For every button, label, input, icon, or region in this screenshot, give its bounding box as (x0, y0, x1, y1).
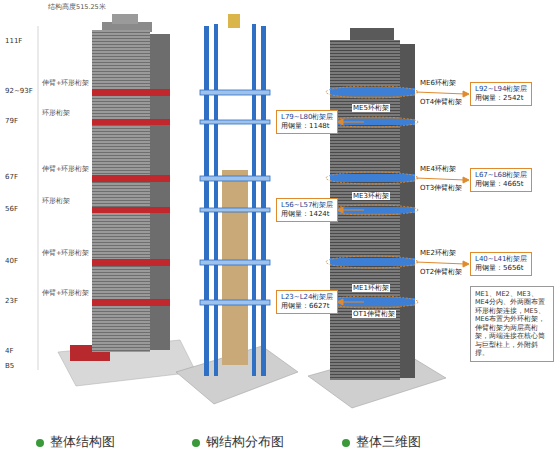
truss-label: OT4伸臂桁架 (419, 98, 463, 106)
height-note: 结构高度515.25米 (48, 4, 106, 12)
floor-label: B5 (5, 362, 14, 370)
box-title: ME1、ME2、ME3、ME4分内、外两圈布置环形桁架连接，ME5、ME6布置为… (475, 290, 549, 358)
note-box: ME1、ME2、ME3、ME4分内、外两圈布置环形桁架连接，ME5、ME6布置为… (470, 286, 554, 362)
truss-label: ME2环桁架 (419, 249, 457, 257)
box-title: L67~L68桁架层 (475, 171, 527, 180)
callout-box: L92~L94桁架层用钢量：2542t (470, 82, 532, 106)
callout-box: L79~L80桁架层用钢量：1148t (276, 110, 338, 134)
box-title: L92~L94桁架层 (475, 85, 527, 94)
truss-note: 伸臂+环形桁架 (42, 80, 89, 88)
box-body: 用钢量：5656t (475, 264, 527, 273)
truss-label: ME3环桁架 (352, 192, 390, 200)
floor-label: 4F (5, 347, 13, 355)
truss-label: ME5环桁架 (352, 104, 390, 112)
floor-label: 23F (5, 297, 18, 305)
floor-label: 79F (5, 117, 18, 125)
floor-label: 40F (5, 257, 18, 265)
box-title: L40~L41桁架层 (475, 255, 527, 264)
box-title: L79~L80桁架层 (281, 113, 333, 122)
callout-box: L67~L68桁架层用钢量：4665t (470, 168, 532, 192)
truss-note: 伸臂+环形桁架 (42, 290, 89, 298)
caption: 钢结构分布图 (206, 434, 284, 450)
truss-note: 环形桁架 (42, 198, 70, 206)
box-body: 用钢量：1148t (281, 122, 333, 131)
truss-label: ME6环桁架 (419, 79, 457, 87)
box-body: 用钢量：1424t (281, 210, 333, 219)
callout-box: L56~L57桁架层用钢量：1424t (276, 198, 338, 222)
box-title: L56~L57桁架层 (281, 201, 333, 210)
truss-label: ME1环桁架 (352, 284, 390, 292)
truss-note: 伸臂+环形桁架 (42, 250, 89, 258)
truss-note: 伸臂+环形桁架 (42, 166, 89, 174)
floor-label: 92~93F (5, 87, 33, 95)
callout-box: L40~L41桁架层用钢量：5656t (470, 252, 532, 276)
floor-label: 111F (5, 37, 22, 45)
box-body: 用钢量：6627t (281, 302, 333, 311)
callout-box: L23~L24桁架层用钢量：6627t (276, 290, 338, 314)
truss-label: OT2伸臂桁架 (419, 268, 463, 276)
truss-note: 环形桁架 (42, 110, 70, 118)
truss-label: OT1伸臂桁架 (352, 310, 396, 318)
box-body: 用钢量：4665t (475, 180, 527, 189)
caption: 整体结构图 (50, 434, 115, 450)
truss-label: OT3伸臂桁架 (419, 184, 463, 192)
box-body: 用钢量：2542t (475, 94, 527, 103)
floor-label: 67F (5, 173, 18, 181)
truss-label: ME4环桁架 (419, 165, 457, 173)
left-tower (38, 14, 196, 386)
caption: 整体三维图 (356, 434, 421, 450)
floor-label: 56F (5, 205, 18, 213)
box-title: L23~L24桁架层 (281, 293, 333, 302)
